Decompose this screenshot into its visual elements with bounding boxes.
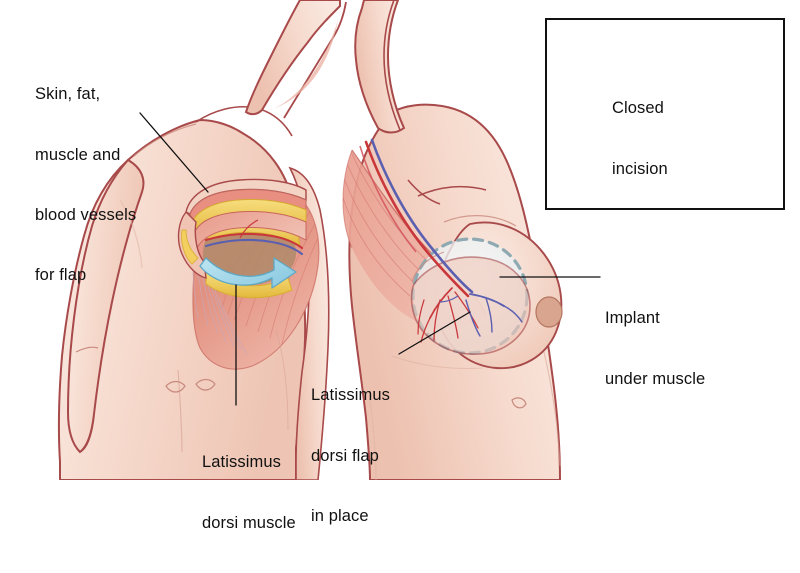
implant-under-muscle-label-line-1: Implant: [605, 309, 660, 328]
right-breast-upper-fold: [443, 214, 517, 227]
left-waist-shade: [275, 329, 289, 431]
right-clavicle: [417, 185, 487, 197]
flap-vessel-branch: [239, 219, 259, 239]
right-arm-inner-line: [383, 0, 401, 131]
latissimus-dorsi-muscle-label-line-1: Latissimus: [202, 453, 281, 472]
right-rib-contour: [391, 355, 483, 370]
right-navel: [511, 397, 527, 409]
left-forearm-edge: [79, 415, 95, 453]
left-raised-arm: [244, 0, 341, 116]
latissimus-dorsi-muscle-label: Latissimus dorsi muscle: [202, 412, 296, 573]
implant-under-muscle-label: Implant under muscle: [605, 268, 705, 429]
flap-tissue-label-line-3: blood vessels: [35, 206, 137, 224]
right-vein-main: [370, 138, 474, 294]
implant-under-muscle-label-line-2: under muscle: [605, 369, 706, 388]
right-artery-secondary: [359, 145, 417, 253]
right-axilla-fold: [407, 179, 441, 205]
flap-tissue-label-line-1: Skin, fat,: [35, 85, 101, 104]
left-spine-line: [177, 369, 183, 453]
right-nipple: [535, 296, 563, 328]
flap-edge-fat: [181, 229, 199, 265]
left-dimple-b: [195, 378, 216, 391]
leader-flap-tissue: [139, 112, 209, 193]
left-dimple-a: [165, 380, 186, 393]
right-flap-in-place: [410, 256, 531, 355]
latissimus-dorsi-flap-label: Latissimus dorsi flap in place: [311, 345, 390, 566]
right-artery-main: [364, 140, 470, 298]
left-elevated-flap: [177, 178, 307, 299]
left-shoulder-line: [133, 123, 197, 157]
right-pedicle-outline-lower: [342, 149, 353, 249]
flap-tissue-label-line-4: for flap: [35, 266, 87, 285]
latissimus-dorsi-flap-label-line-3: in place: [311, 507, 369, 525]
illustration-canvas: Skin, fat, muscle and blood vessels for …: [35, 0, 785, 532]
latissimus-dorsi-flap-label-line-1: Latissimus: [311, 386, 390, 405]
latissimus-dorsi-muscle-label-line-2: dorsi muscle: [202, 513, 296, 532]
leader-latissimus-dorsi-flap: [398, 311, 471, 355]
right-flap-edge-highlight: [411, 251, 445, 283]
flap-muscle-layer: [193, 211, 307, 253]
closed-incision-label-line-1: Closed: [612, 99, 664, 118]
right-figure-oblique-view: [342, 0, 563, 480]
right-raised-arm: [354, 0, 406, 134]
closed-incision-label: Closed incision: [612, 58, 668, 219]
flap-rotation-arrow: [199, 257, 297, 289]
closed-incision-inset-frame: [545, 18, 785, 210]
latissimus-dorsi-flap-label-line-2: dorsi flap: [311, 446, 379, 465]
flap-free-edge: [177, 210, 207, 279]
flap-artery: [204, 232, 304, 250]
left-scapula-shade: [119, 199, 143, 269]
right-flank-line: [369, 399, 377, 480]
right-waist-shade: [543, 351, 561, 467]
flap-vein: [204, 238, 304, 256]
closed-incision-label-line-2: incision: [612, 159, 668, 178]
left-figure-back-view: [57, 0, 347, 480]
flap-tissue-label: Skin, fat, muscle and blood vessels for …: [35, 44, 136, 326]
flap-tissue-label-line-2: muscle and: [35, 145, 121, 164]
left-elbow-crease: [75, 346, 99, 353]
